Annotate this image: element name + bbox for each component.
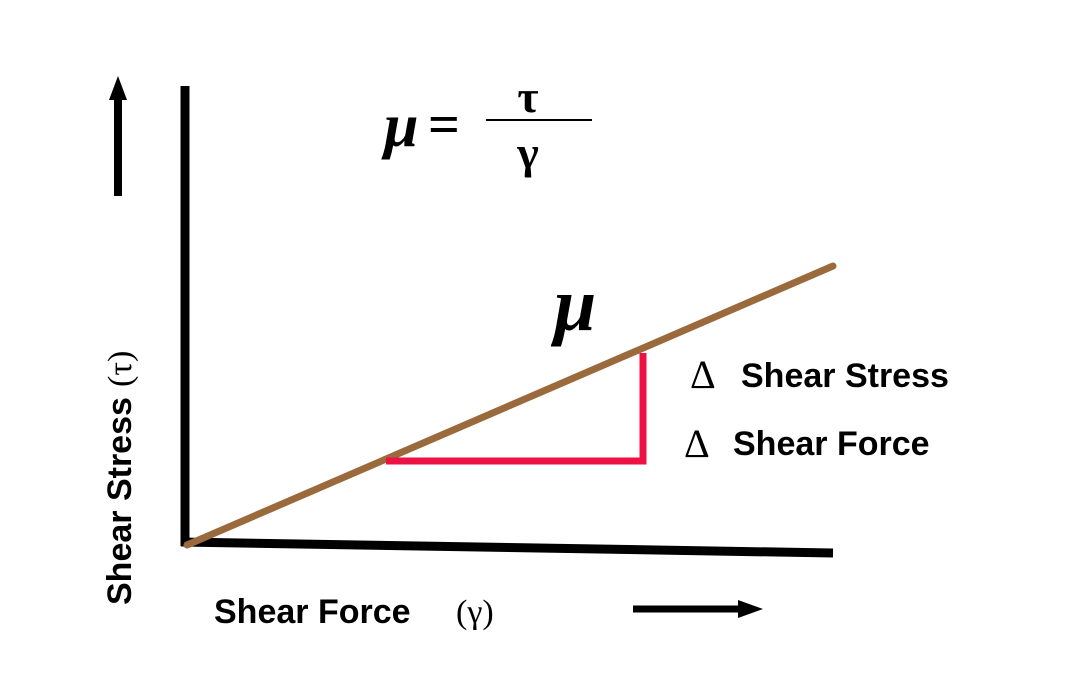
delta-force-text: Shear Force bbox=[733, 425, 930, 463]
line-label-mu: μ bbox=[550, 263, 596, 347]
delta-force-symbol: Δ bbox=[684, 421, 710, 466]
x-axis-label: Shear Force (γ) bbox=[214, 593, 494, 631]
delta-shear-stress-label: Δ Shear Stress bbox=[690, 352, 949, 397]
x-axis-line bbox=[180, 537, 834, 558]
formula-equals: = bbox=[428, 94, 460, 156]
up-arrow-icon bbox=[109, 76, 127, 196]
delta-stress-text: Shear Stress bbox=[741, 357, 949, 395]
viscosity-formula: μ = τ γ bbox=[381, 71, 592, 178]
formula-numerator: τ bbox=[517, 71, 538, 122]
x-axis-label-text: Shear Force bbox=[214, 593, 411, 631]
y-axis-label-text: Shear Stress bbox=[101, 397, 139, 605]
y-axis-label: Shear Stress (τ) bbox=[101, 351, 139, 605]
formula-denominator: γ bbox=[516, 127, 539, 178]
x-axis-label-symbol: (γ) bbox=[456, 594, 494, 631]
slope-triangle bbox=[386, 353, 647, 465]
formula-mu: μ bbox=[381, 92, 418, 160]
delta-stress-symbol: Δ bbox=[690, 352, 716, 397]
right-arrow-icon bbox=[633, 600, 763, 618]
delta-shear-force-label: Δ Shear Force bbox=[684, 421, 930, 466]
slope-line bbox=[183, 262, 837, 549]
y-axis-label-symbol: (τ) bbox=[102, 351, 139, 387]
